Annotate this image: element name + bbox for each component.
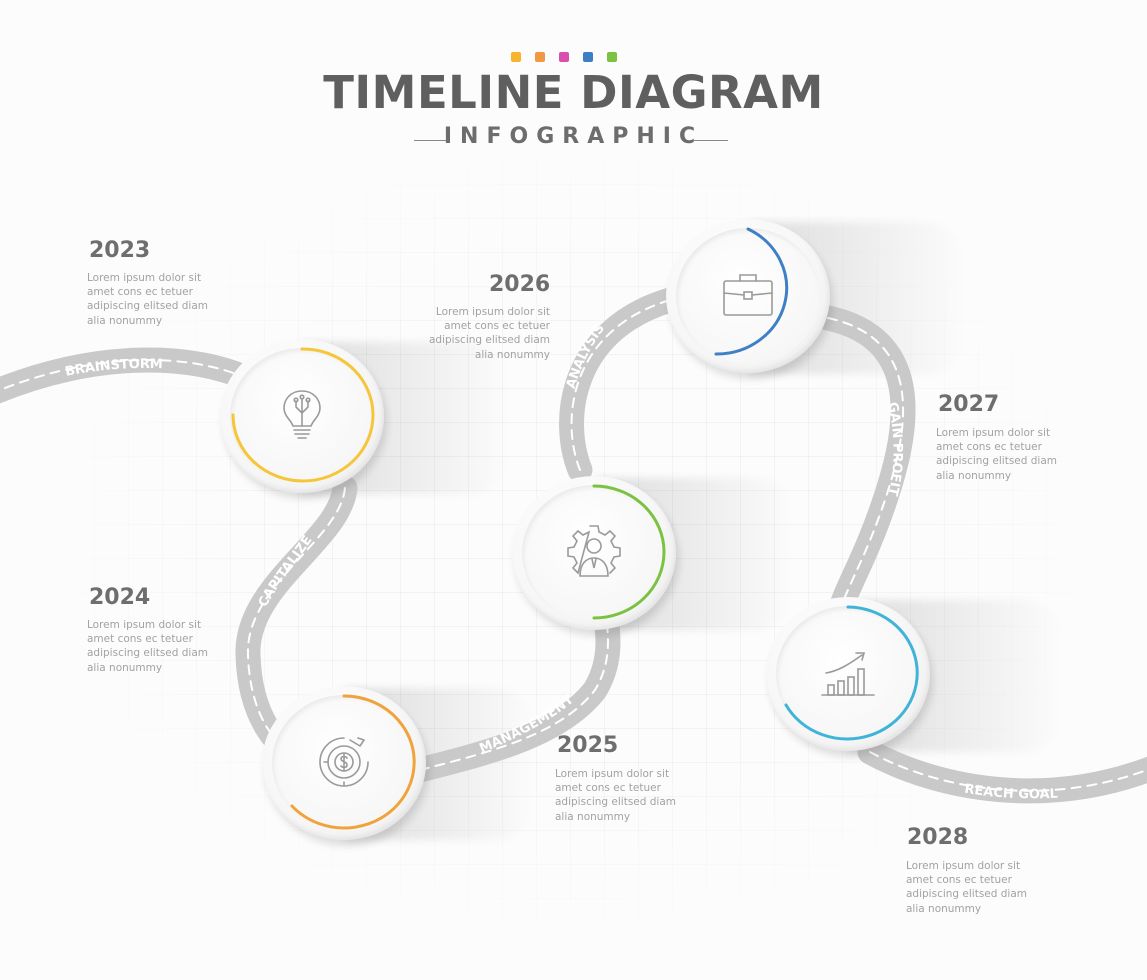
year-2024: 2024 xyxy=(89,585,151,610)
color-dot-orange xyxy=(535,52,545,62)
description-2028: Lorem ipsum dolor sit amet cons ec tetue… xyxy=(906,860,1028,915)
progress-ring xyxy=(231,347,375,483)
page-subtitle: INFOGRAPHIC xyxy=(443,124,704,149)
dollar-chart-icon xyxy=(319,737,369,787)
subtitle-rule-right xyxy=(694,140,728,141)
year-2028: 2028 xyxy=(907,825,969,850)
gear-person-icon xyxy=(567,525,621,577)
year-2027: 2027 xyxy=(938,392,1000,417)
year-2026: 2026 xyxy=(489,272,551,297)
milestone-node-2027 xyxy=(766,597,934,755)
progress-ring xyxy=(714,227,789,356)
progress-ring xyxy=(784,605,919,741)
road-label-gain-profit: GAIN PROFIT xyxy=(884,401,904,497)
description-2026: Lorem ipsum dolor sit amet cons ec tetue… xyxy=(428,306,550,361)
progress-ring xyxy=(290,694,416,830)
milestone-node-2024 xyxy=(262,686,430,844)
description-2023: Lorem ipsum dolor sit amet cons ec tetue… xyxy=(87,272,209,327)
page-title: TIMELINE DIAGRAM xyxy=(323,66,824,119)
color-dots xyxy=(511,52,617,62)
subtitle-rule-left xyxy=(414,140,448,141)
milestone-node-2025 xyxy=(512,476,680,634)
color-dot-blue xyxy=(583,52,593,62)
milestone-node-2026 xyxy=(666,219,834,377)
lightbulb-icon xyxy=(283,390,321,439)
year-2023: 2023 xyxy=(89,238,151,263)
description-2027: Lorem ipsum dolor sit amet cons ec tetue… xyxy=(936,427,1058,482)
year-2025: 2025 xyxy=(557,733,619,758)
color-dot-pink xyxy=(559,52,569,62)
color-dot-green xyxy=(607,52,617,62)
road-label-capitalize: CAPITALIZE xyxy=(256,533,316,610)
progress-ring xyxy=(592,484,666,620)
color-dot-yellow xyxy=(511,52,521,62)
briefcase-icon xyxy=(723,274,773,316)
description-2024: Lorem ipsum dolor sit amet cons ec tetue… xyxy=(87,619,209,674)
growth-chart-icon xyxy=(821,652,875,696)
description-2025: Lorem ipsum dolor sit amet cons ec tetue… xyxy=(555,768,677,823)
milestone-node-2023 xyxy=(220,339,388,497)
